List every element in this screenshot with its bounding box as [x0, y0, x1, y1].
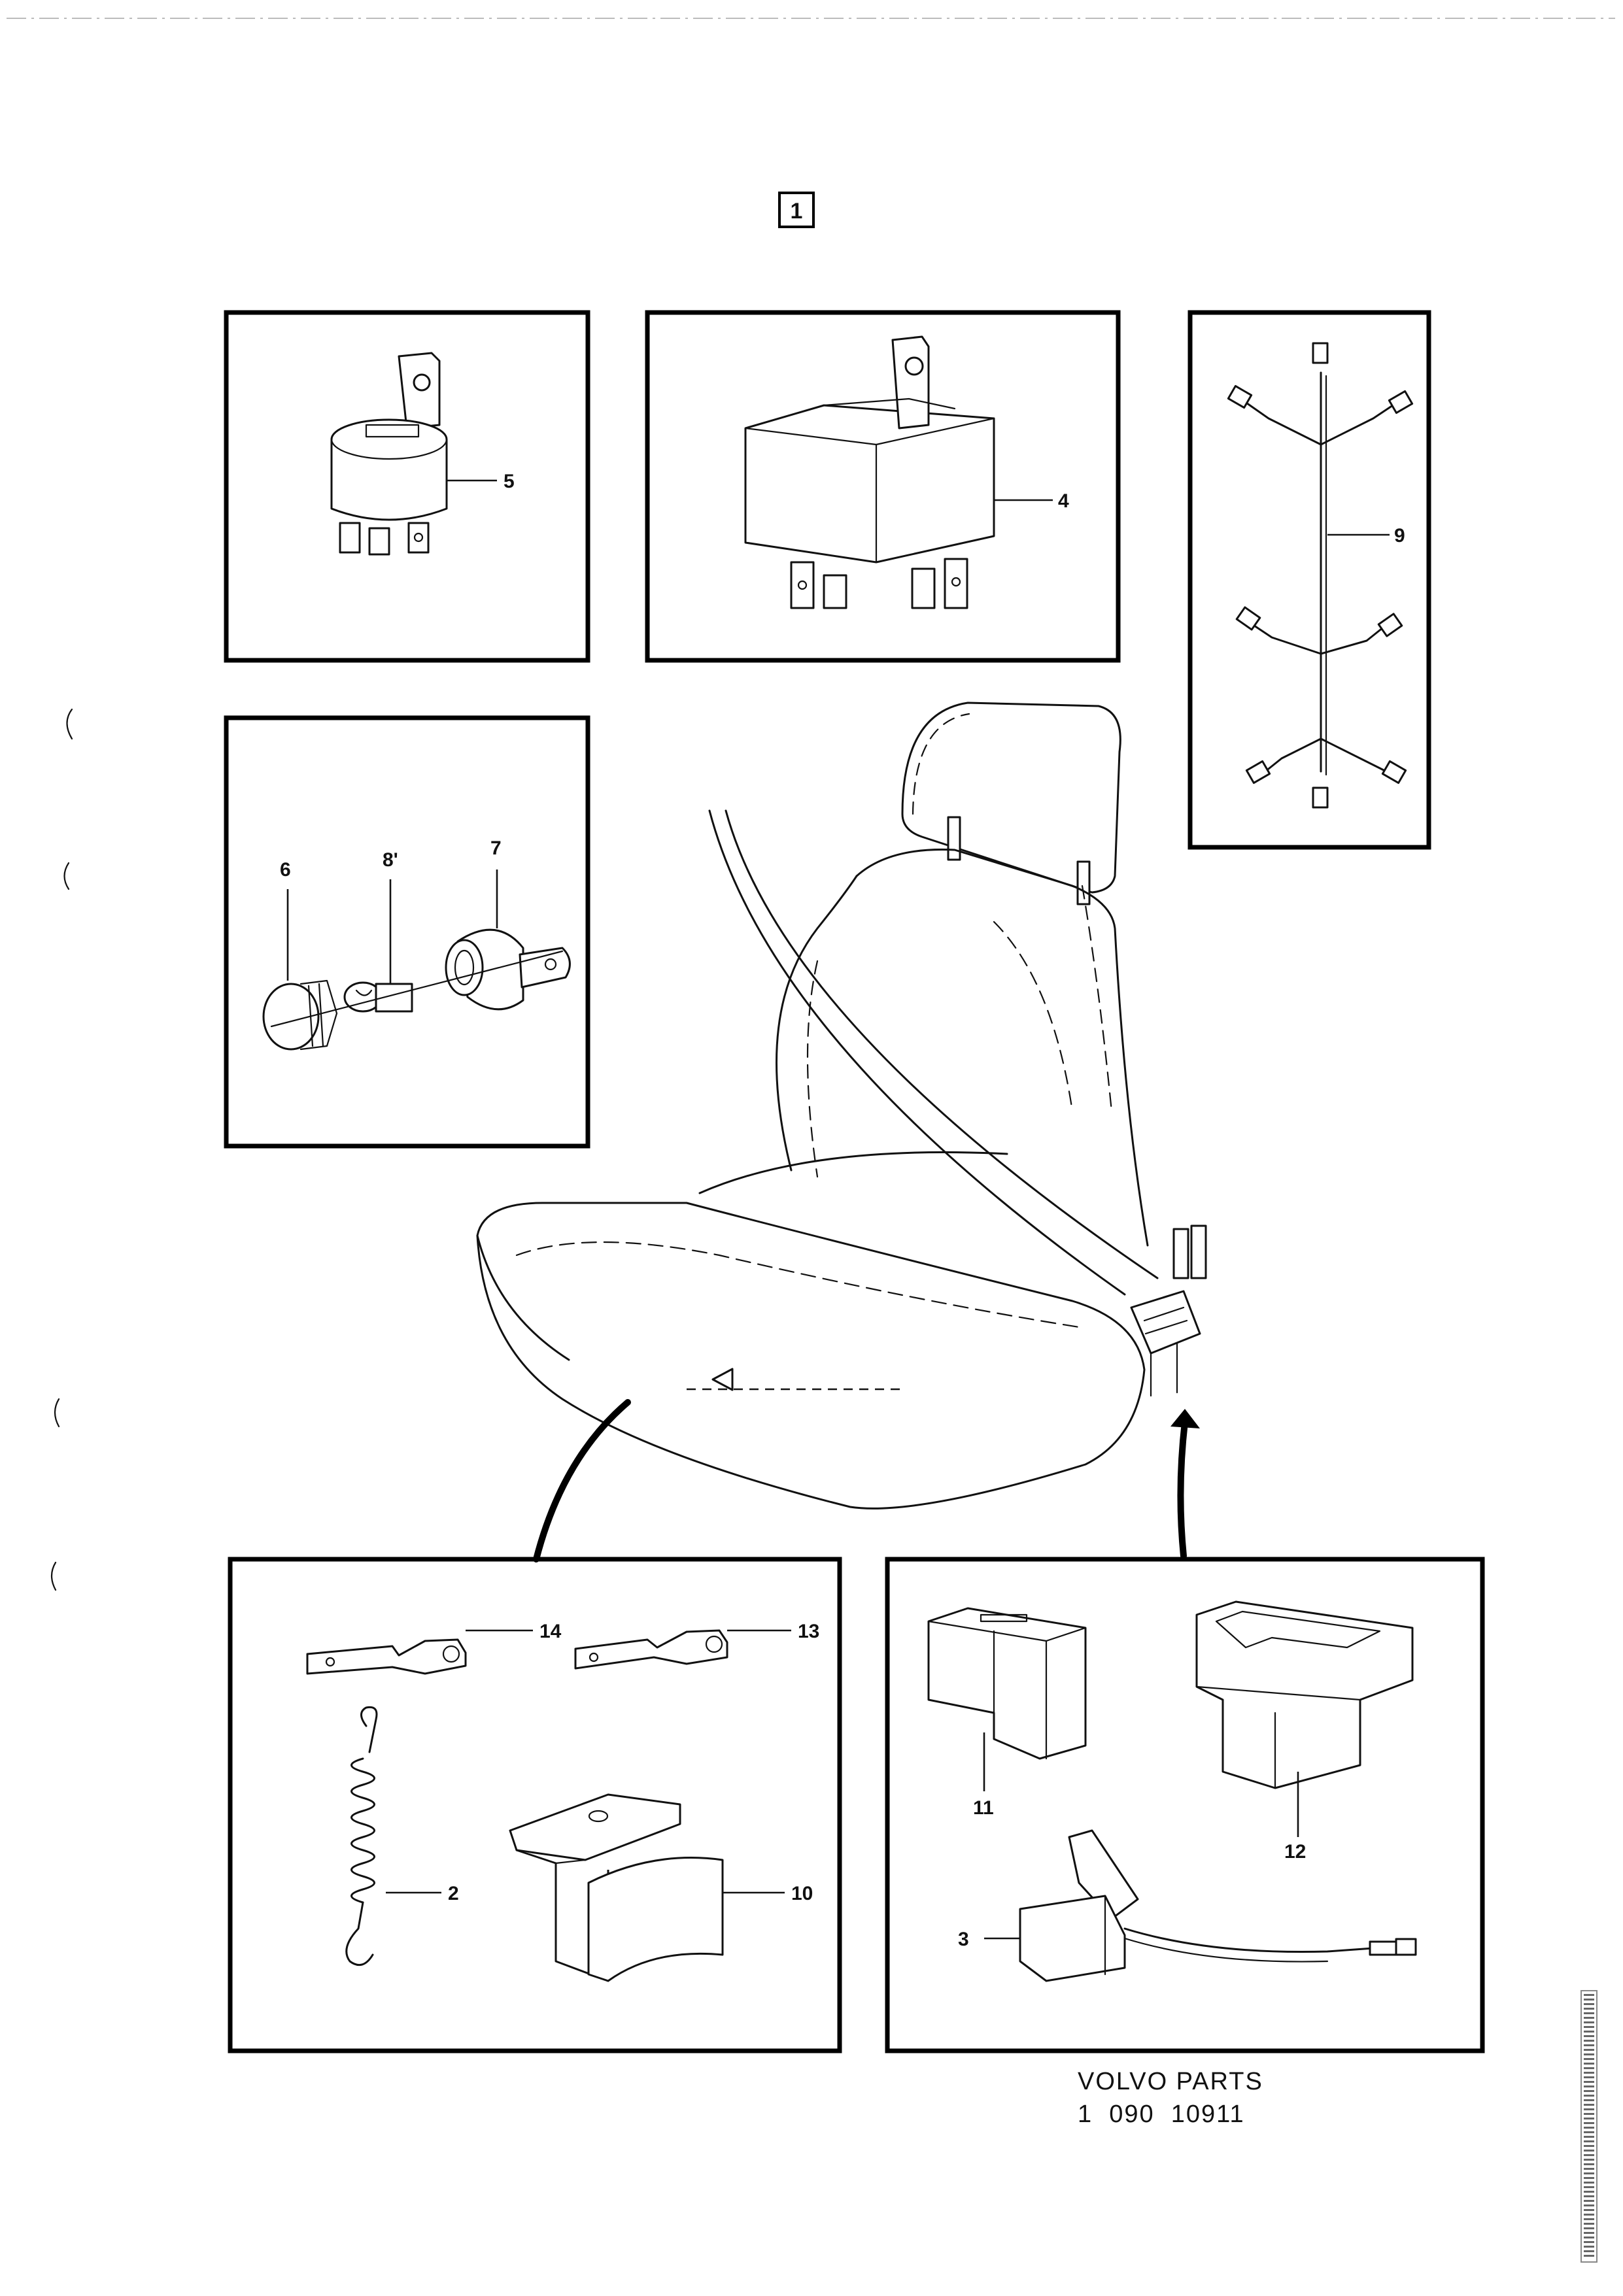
cover-part-11 — [927, 1607, 1087, 1760]
page-number: 1 — [791, 199, 803, 224]
relay-large-part — [744, 335, 995, 609]
callout-2: 2 — [448, 1883, 459, 1904]
panel-relay-small: 5 — [224, 310, 590, 663]
footer-brand: VOLVO PARTS — [1078, 2068, 1263, 2095]
callout-4: 4 — [1058, 490, 1069, 512]
footer-catalog-number: 1 090 10911 — [1078, 2101, 1245, 2128]
terminal-part-14 — [306, 1638, 467, 1675]
panel-terminals-spring-clip: 14 13 2 10 — [228, 1557, 842, 2053]
callout-3: 3 — [958, 1929, 969, 1950]
panel-relay-large: 4 — [645, 310, 1121, 663]
terminal-part-13 — [574, 1629, 728, 1670]
lens-part-6 — [262, 979, 338, 1051]
cover-part-12 — [1195, 1600, 1414, 1789]
callout-8: 8' — [383, 849, 398, 871]
panel-lamp-parts: 6 8' 7 — [224, 715, 590, 1149]
socket-part-7 — [445, 928, 571, 1011]
panel-cable-harness: 9 — [1187, 310, 1431, 850]
relay-small-part — [330, 352, 448, 556]
scan-marks — [50, 708, 73, 1591]
callout-14: 14 — [539, 1621, 562, 1642]
seat-illustration — [476, 701, 1207, 1562]
cable-harness-part — [1227, 342, 1414, 809]
spring-part-2 — [345, 1706, 378, 1967]
callout-12: 12 — [1284, 1841, 1306, 1863]
switch-part-3 — [1019, 1829, 1417, 1982]
callout-11: 11 — [973, 1797, 994, 1819]
page-number-box: 1 — [778, 192, 815, 228]
callout-9: 9 — [1394, 525, 1405, 547]
callout-7: 7 — [490, 837, 502, 859]
clip-part-10 — [509, 1793, 724, 1982]
callout-13: 13 — [798, 1621, 819, 1642]
bulb-part-8 — [343, 981, 413, 1013]
scan-stripe — [1580, 1990, 1597, 2263]
callout-5: 5 — [504, 471, 515, 492]
panel-covers-switch: 11 12 3 — [885, 1557, 1485, 2053]
callout-10: 10 — [791, 1883, 813, 1904]
callout-6: 6 — [280, 859, 291, 881]
